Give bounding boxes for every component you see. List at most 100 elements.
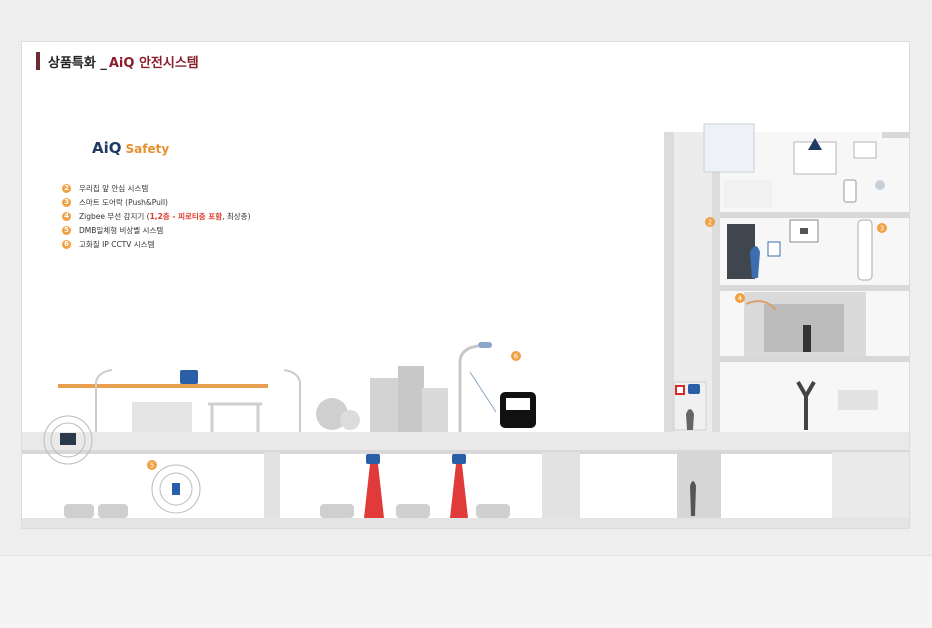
ground-slab-edge <box>22 450 909 454</box>
car-icon <box>476 504 510 518</box>
signal-rings <box>43 415 93 465</box>
content-card: 상품특화 _ AiQ 안전시스템 AiQ Safety 2 우리집 앞 안심 시… <box>21 41 910 529</box>
page-background: 상품특화 _ AiQ 안전시스템 AiQ Safety 2 우리집 앞 안심 시… <box>0 0 932 555</box>
feature-text: DMB일체형 비상벨 시스템 <box>79 225 164 235</box>
cctv-camera-icon <box>688 384 700 394</box>
person-icon <box>796 381 816 430</box>
cctv-beam <box>450 464 468 518</box>
feature-number-badge: 3 <box>62 197 71 207</box>
feature-text-after: , 최상층) <box>222 211 251 221</box>
building-wall <box>664 132 674 432</box>
floor-slab <box>720 285 909 291</box>
car-icon <box>64 504 94 518</box>
cctv-beam <box>364 464 384 518</box>
wallpad-screen <box>800 228 808 234</box>
feature-number-badge: 2 <box>62 183 71 193</box>
elevator-shaft-basement <box>677 452 721 518</box>
tree-icon <box>316 398 348 430</box>
feature-text-highlight: 1,2층 - 피로티층 포함 <box>149 211 223 221</box>
feature-item: 4 Zigbee 무선 감지기 (1,2층 - 피로티층 포함, 최상층) <box>62 209 251 223</box>
sofa <box>838 390 878 410</box>
logo-subtitle: Safety <box>125 142 170 156</box>
building-icon <box>370 378 402 432</box>
emergency-bell-icon <box>60 433 76 445</box>
feature-item: 3 스마트 도어락 (Push&Pull) <box>62 195 251 209</box>
lamp-beam <box>469 371 497 413</box>
feature-number-badge: 5 <box>62 225 71 235</box>
footer-band <box>0 555 932 628</box>
marker-badge <box>735 293 745 303</box>
person-icon <box>690 481 696 516</box>
feature-number-badge: 6 <box>62 239 71 249</box>
feature-item: 6 고화질 IP CCTV 시스템 <box>62 237 251 251</box>
door-lock-icon <box>767 241 781 257</box>
lamp-head <box>478 342 492 348</box>
parking-wall <box>832 452 909 518</box>
marker-label: 4 <box>738 295 743 303</box>
marker-label: 3 <box>880 225 884 233</box>
safety-system-illustration: 2 3 4 5 6 <box>22 123 909 528</box>
building-icon <box>422 388 448 432</box>
building-wall <box>712 132 720 432</box>
feature-text: Zigbee 무선 감지기 (1,2층 - 피로티층 포함, 최상층) <box>79 211 251 222</box>
cctv-camera-icon <box>452 454 466 464</box>
marker-label: 6 <box>514 353 519 361</box>
alert-triangle-icon <box>808 138 822 150</box>
signal-rings <box>50 422 86 458</box>
signal-rings <box>159 472 193 506</box>
marker-badge <box>511 351 521 361</box>
feature-text: 스마트 도어락 (Push&Pull) <box>79 197 168 207</box>
playground <box>132 402 192 432</box>
lamp-icon <box>458 344 479 432</box>
monitor-icon <box>853 141 877 159</box>
car-icon <box>98 504 128 518</box>
marker-badge <box>705 217 715 227</box>
emergency-bell-icon <box>172 483 180 495</box>
feature-item: 5 DMB일체형 비상벨 시스템 <box>62 223 251 237</box>
marker-label: 5 <box>150 462 154 470</box>
feature-text-before: Zigbee 무선 감지기 ( <box>79 211 150 221</box>
feature-text: 고화질 IP CCTV 시스템 <box>79 239 155 249</box>
feature-item: 2 우리집 앞 안심 시스템 <box>62 181 251 195</box>
aiq-safety-logo: AiQ Safety <box>92 139 169 157</box>
phone-icon <box>843 179 857 203</box>
person-icon <box>750 246 760 278</box>
car-icon <box>320 504 354 518</box>
heading-prefix: 상품특화 _ <box>48 55 107 71</box>
building-icon <box>398 366 424 432</box>
floor-slab <box>720 212 909 218</box>
ground-slab <box>22 432 909 450</box>
marker-label: 2 <box>708 219 712 227</box>
marker-badge <box>147 460 157 470</box>
feature-text: 우리집 앞 안심 시스템 <box>79 183 149 193</box>
monitor-icon <box>793 141 837 175</box>
section-heading: 상품특화 _ AiQ 안전시스템 <box>36 52 199 71</box>
feature-number-badge: 4 <box>62 211 71 221</box>
emergency-bell-icon <box>675 385 685 395</box>
swing <box>208 402 262 432</box>
marker-badge <box>877 223 887 233</box>
feature-list: 2 우리집 앞 안심 시스템 3 스마트 도어락 (Push&Pull) 4 Z… <box>62 181 251 251</box>
sensor-icon <box>745 300 777 311</box>
logo-brand: AiQ <box>92 139 122 157</box>
heading-highlight: AiQ 안전시스템 <box>108 55 199 71</box>
parking-column <box>264 452 280 518</box>
car-icon <box>396 504 430 518</box>
person-icon <box>686 409 694 430</box>
roof-edge <box>882 132 909 138</box>
lamp-icon <box>95 369 113 432</box>
cctv-camera-icon <box>180 370 198 384</box>
cctv-camera-icon <box>366 454 380 464</box>
pipe-line <box>58 384 268 388</box>
lamp-icon <box>283 369 301 432</box>
heading-accent-bar <box>36 52 40 70</box>
guard-icon <box>875 180 885 190</box>
parking-column <box>542 452 580 518</box>
signal-rings <box>151 464 201 514</box>
door-lock-icon <box>857 219 873 281</box>
parking-floor <box>22 518 909 528</box>
person-icon <box>803 325 811 352</box>
floor-slab <box>720 356 909 362</box>
control-room <box>703 123 755 173</box>
tree-icon <box>340 410 360 430</box>
